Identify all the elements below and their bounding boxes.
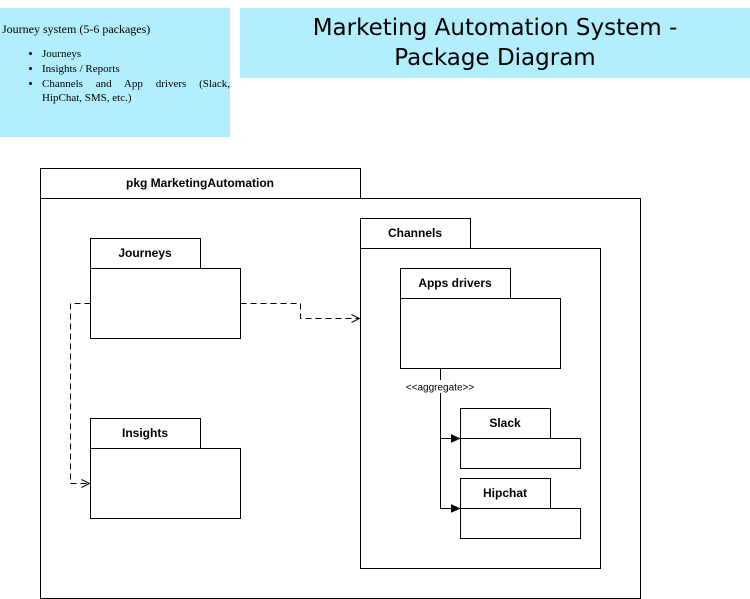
- note-item-insights: Insights / Reports: [42, 62, 230, 76]
- package-channels-tab: [360, 218, 471, 249]
- aggregate-label-background: [403, 380, 477, 393]
- package-slack-body: [460, 438, 581, 469]
- aggregate-stereotype-label: <<aggregate>>: [406, 383, 475, 394]
- package-hipchat-body: [460, 508, 581, 539]
- package-slack[interactable]: Slack: [460, 408, 581, 469]
- package-journeys-label: Journeys: [118, 246, 172, 260]
- package-channels-label: Channels: [388, 226, 442, 240]
- package-slack-tab: [460, 408, 551, 439]
- package-journeys-tab: [90, 238, 201, 269]
- package-hipchat[interactable]: Hipchat: [460, 478, 581, 539]
- package-insights-label: Insights: [122, 426, 168, 440]
- package-slack-label: Slack: [489, 416, 521, 430]
- package-apps-drivers-body: [400, 298, 561, 369]
- aggregate-apps-drivers-to-hipchat[interactable]: [440, 368, 460, 509]
- note-list: Journeys Insights / Reports Channels and…: [2, 47, 230, 105]
- requirements-note: Journey system (5-6 packages) Journeys I…: [0, 8, 230, 137]
- dependency-journeys-to-insights[interactable]: [70, 303, 91, 484]
- package-marketing-automation-label: pkg MarketingAutomation: [126, 176, 274, 190]
- package-apps-drivers-tab: [400, 268, 511, 299]
- note-item-channels: Channels and App drivers (Slack, HipChat…: [42, 77, 230, 105]
- package-hipchat-tab: [460, 478, 551, 509]
- note-item-journeys: Journeys: [42, 47, 230, 61]
- package-apps-drivers-label: Apps drivers: [418, 276, 492, 290]
- package-insights-body: [90, 448, 241, 519]
- diagram-title: Marketing Automation System - Package Di…: [312, 15, 678, 71]
- note-heading: Journey system (5-6 packages): [2, 22, 151, 36]
- package-journeys-body: [90, 268, 241, 339]
- title-banner: Marketing Automation System - Package Di…: [240, 8, 750, 78]
- package-hipchat-label: Hipchat: [483, 486, 527, 500]
- package-apps-drivers[interactable]: Apps drivers: [400, 268, 561, 369]
- package-insights[interactable]: Insights: [90, 418, 241, 519]
- package-journeys[interactable]: Journeys: [90, 238, 241, 339]
- dependency-journeys-to-channels[interactable]: [240, 303, 360, 319]
